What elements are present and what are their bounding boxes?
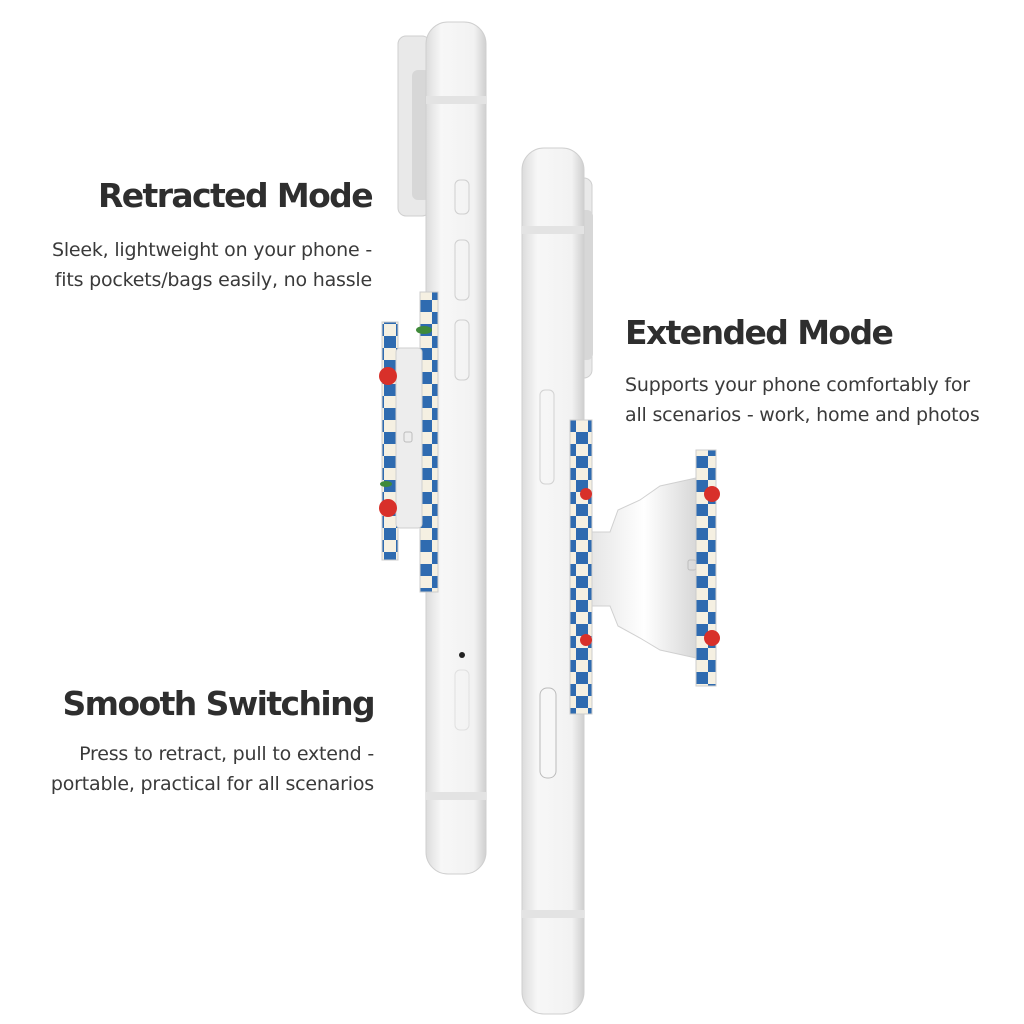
feature-line: Supports your phone comfortably for xyxy=(625,374,970,396)
feature-smooth-switching: Smooth Switching Press to retract, pull … xyxy=(0,684,376,799)
feature-line: fits pockets/bags easily, no hassle xyxy=(54,269,372,291)
grip-retracted xyxy=(379,291,439,593)
feature-title: Extended Mode xyxy=(625,313,894,352)
grip-extended xyxy=(569,419,720,715)
feature-retracted: Retracted Mode Sleek, lightweight on you… xyxy=(0,176,374,295)
feature-line: portable, practical for all scenarios xyxy=(50,773,374,795)
feature-title: Smooth Switching xyxy=(62,684,376,723)
feature-line: Press to retract, pull to extend - xyxy=(79,743,374,765)
feature-line: all scenarios - work, home and photos xyxy=(625,404,980,426)
phone-right xyxy=(521,147,593,1015)
feature-title: Retracted Mode xyxy=(97,176,374,215)
phone-left xyxy=(397,21,487,875)
feature-extended: Extended Mode Supports your phone comfor… xyxy=(625,313,1020,430)
feature-line: Sleek, lightweight on your phone - xyxy=(51,239,372,261)
